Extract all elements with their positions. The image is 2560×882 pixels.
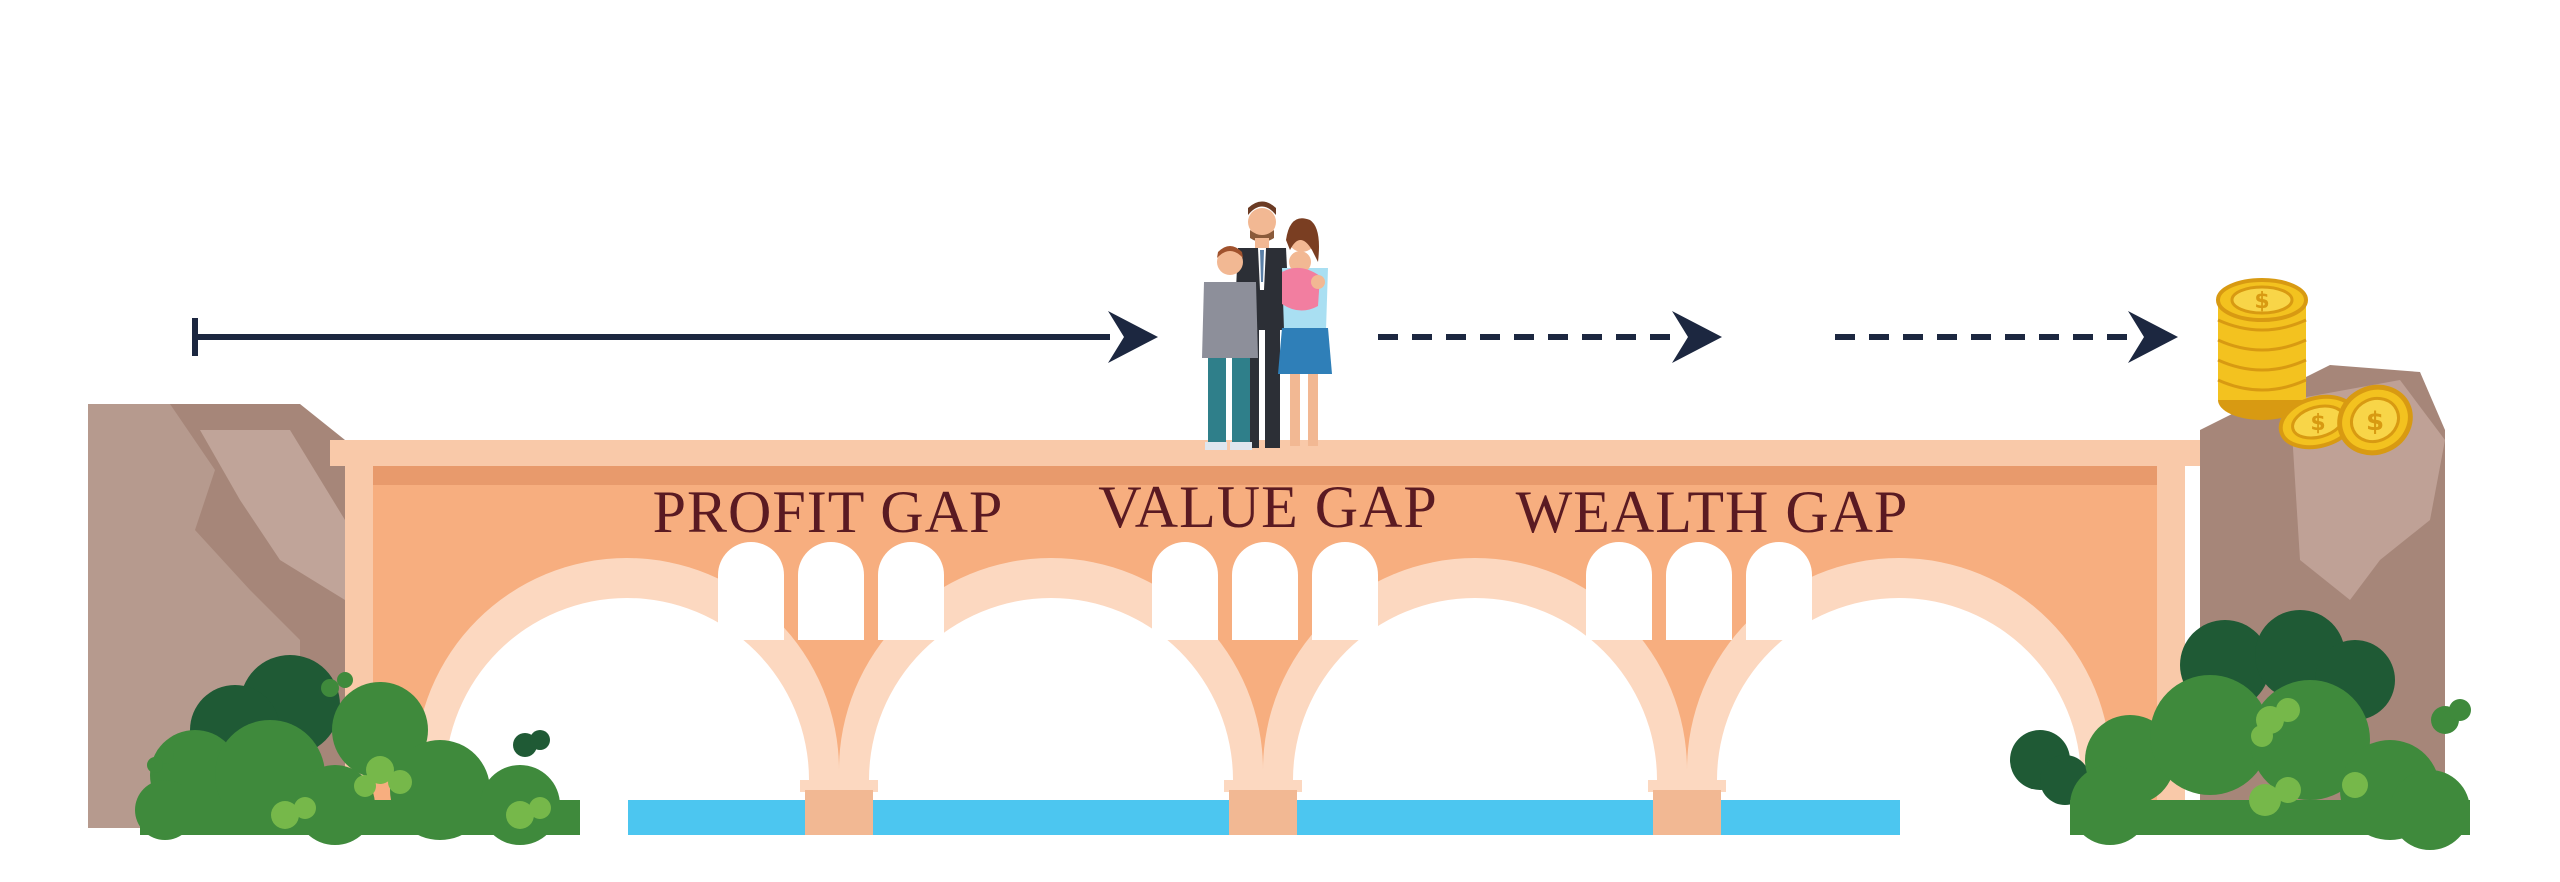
arrow-right-dashed-icon bbox=[1378, 311, 1722, 363]
arrow-right-solid-icon bbox=[192, 311, 1158, 363]
wealth-gap-label: WEALTH GAP bbox=[1516, 479, 1909, 545]
bridge-piers bbox=[800, 780, 1726, 835]
value-gap-label: VALUE GAP bbox=[1098, 474, 1438, 540]
left-bushes bbox=[135, 655, 580, 845]
right-bushes bbox=[2010, 610, 2471, 850]
svg-text:$: $ bbox=[2366, 407, 2384, 437]
svg-text:$: $ bbox=[2254, 289, 2269, 314]
arrow-right-dashed-icon bbox=[1835, 311, 2178, 363]
family-icon bbox=[1202, 201, 1332, 450]
svg-text:$: $ bbox=[2310, 411, 2325, 436]
profit-gap-label: PROFIT GAP bbox=[653, 479, 1004, 545]
coin-stack-icon: $ $ $ bbox=[2216, 278, 2413, 456]
bridge: PROFIT GAP VALUE GAP WEALTH GAP bbox=[330, 440, 2200, 835]
bridge-windows bbox=[718, 542, 1812, 640]
bridge-shadow-band bbox=[345, 465, 2185, 485]
